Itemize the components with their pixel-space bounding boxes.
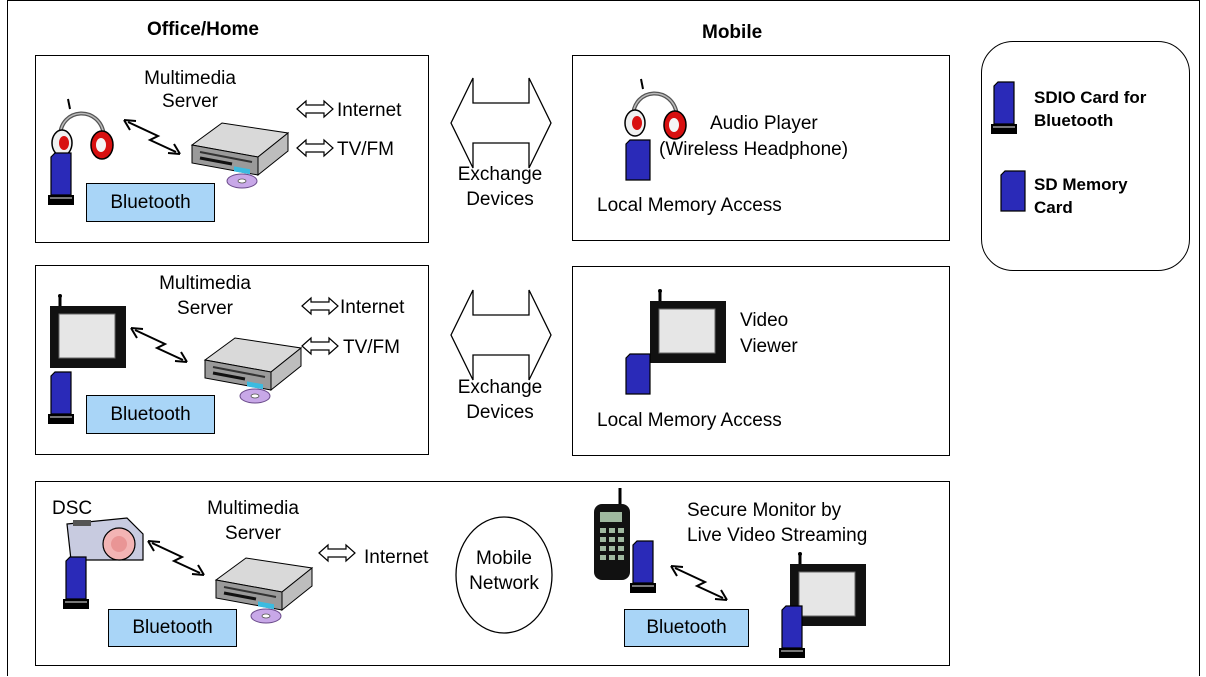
row1-local-memory-label: Local Memory Access [597,195,782,216]
tvfm-arrow-icon [301,337,339,355]
row1-internet-label: Internet [337,100,402,121]
mobile-phone-icon [594,488,630,580]
row3-bluetooth-left-label: Bluetooth [108,609,237,647]
legend-sdio-card-icon [990,81,1018,135]
sdio-card-icon [47,371,75,425]
legend-sdio-label-line1: SDIO Card for [1034,88,1147,107]
row1-exchange-label-line1: Exchange [457,164,543,185]
row1-audio-player-label: Audio Player [710,113,818,134]
mobile-network-ellipse [455,516,553,634]
row3-network-label-line1: Mobile [476,548,532,569]
row3-network-label-line2: Network [469,573,539,594]
office-home-header: Office/Home [147,19,259,40]
wireless-signal-icon [670,565,728,601]
sd-card-icon [625,139,651,181]
row1-server-label-line1: Multimedia [144,68,236,89]
outer-frame [7,0,1200,676]
wireless-signal-icon [130,327,188,363]
row3-server-label-line1: Multimedia [207,498,299,519]
wireless-signal-icon [123,119,181,155]
internet-arrow-icon [318,544,356,562]
row3-bluetooth-right-label: Bluetooth [624,609,749,647]
legend-panel [981,41,1190,271]
row1-bluetooth-label: Bluetooth [86,183,215,222]
legend-sd-label-line2: Card [1034,198,1073,217]
row3-server-label-line2: Server [225,523,281,544]
row3-secure-monitor-label: Secure Monitor by [687,500,842,521]
row3-internet-label: Internet [364,547,429,568]
legend-sdio-label-line2: Bluetooth [1034,111,1114,130]
row2-internet-label: Internet [340,297,405,318]
row3-live-streaming-label: Live Video Streaming [687,525,868,546]
row1-server-label-line2: Server [162,91,218,112]
wireless-signal-icon [147,540,205,576]
headphone-icon [623,77,688,141]
internet-arrow-icon [296,100,334,118]
sdio-card-icon [778,605,806,659]
multimedia-server-icon [190,121,290,190]
mobile-header: Mobile [702,22,763,43]
tvfm-arrow-icon [296,139,334,157]
exchange-arrow-icon [450,77,552,169]
camera-icon [66,517,144,561]
sdio-card-icon [47,152,75,206]
row2-exchange-label-line2: Devices [466,402,534,423]
row2-tvfm-label: TV/FM [343,337,400,358]
sd-card-icon [625,353,651,395]
legend-sd-label-line1: SD Memory [1034,175,1128,194]
row2-exchange-label-line1: Exchange [457,377,543,398]
row1-exchange-label-line2: Devices [466,189,534,210]
multimedia-server-icon [203,336,303,405]
row1-wireless-headphone-label: (Wireless Headphone) [659,139,849,160]
headphone-icon [50,97,115,161]
row2-server-label-line2: Server [177,298,233,319]
video-viewer-icon [48,292,128,370]
row2-video-label: Video [740,310,789,331]
row2-local-memory-label: Local Memory Access [597,410,782,431]
sdio-card-icon [62,556,90,610]
row1-tvfm-label: TV/FM [337,139,394,160]
row2-viewer-label: Viewer [740,336,798,357]
video-viewer-icon [648,287,728,365]
sdio-card-icon [629,540,657,594]
row3-dsc-label: DSC [52,498,93,519]
internet-arrow-icon [301,297,339,315]
exchange-arrow-icon [450,289,552,381]
row2-server-label-line1: Multimedia [159,273,251,294]
row2-bluetooth-label: Bluetooth [86,395,215,434]
legend-sd-card-icon [1000,170,1026,212]
